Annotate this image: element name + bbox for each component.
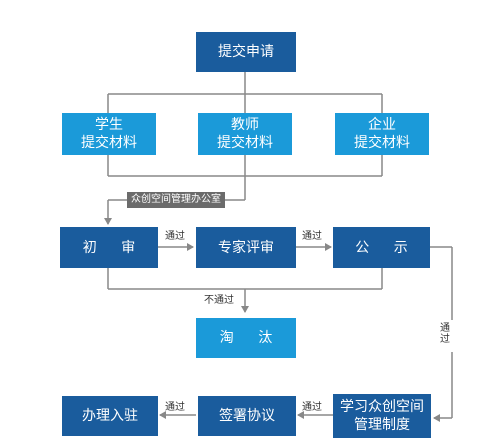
move-in-box: 办理入驻: [62, 396, 158, 436]
initial-review-text: 初 审: [82, 239, 146, 256]
sign-agreement-box: 签署协议: [198, 396, 296, 436]
pass-label-3: 通过: [302, 402, 322, 413]
sign-agreement-text: 签署协议: [219, 408, 275, 424]
student-label: 学生: [95, 117, 123, 133]
pass-label-4: 通过: [165, 402, 185, 413]
study-rules-line1: 学习众创空间: [340, 399, 424, 415]
submit-application-box: 提交申请: [196, 32, 296, 72]
pass-label-2: 通过: [302, 231, 322, 242]
study-rules-line2: 管理制度: [354, 417, 410, 433]
eliminated-text: 淘 汰: [219, 330, 283, 346]
expert-review-box: 专家评审: [196, 227, 296, 268]
student-materials-label: 提交材料: [81, 135, 137, 151]
submit-application-text: 提交申请: [218, 44, 274, 60]
eliminated-box: 淘 汰: [196, 318, 296, 358]
public-notice-text: 公 示: [355, 239, 418, 256]
teacher-label: 教师: [231, 117, 259, 133]
teacher-materials-label: 提交材料: [217, 135, 273, 151]
pass-label-vertical: 通过: [440, 323, 450, 345]
study-rules-box: 学习众创空间 管理制度: [333, 394, 431, 438]
expert-review-text: 专家评审: [218, 239, 274, 256]
move-in-text: 办理入驻: [82, 408, 138, 424]
initial-review-box: 初 审: [60, 227, 158, 268]
public-notice-box: 公 示: [333, 227, 430, 268]
enterprise-materials-box: 企业 提交材料: [335, 113, 429, 155]
teacher-materials-box: 教师 提交材料: [198, 113, 292, 155]
office-tag: 众创空间管理办公室: [127, 192, 225, 208]
enterprise-materials-label: 提交材料: [354, 135, 410, 151]
fail-label: 不通过: [204, 295, 234, 306]
student-materials-box: 学生 提交材料: [62, 113, 156, 155]
enterprise-label: 企业: [368, 117, 396, 133]
pass-label-1: 通过: [165, 231, 185, 242]
